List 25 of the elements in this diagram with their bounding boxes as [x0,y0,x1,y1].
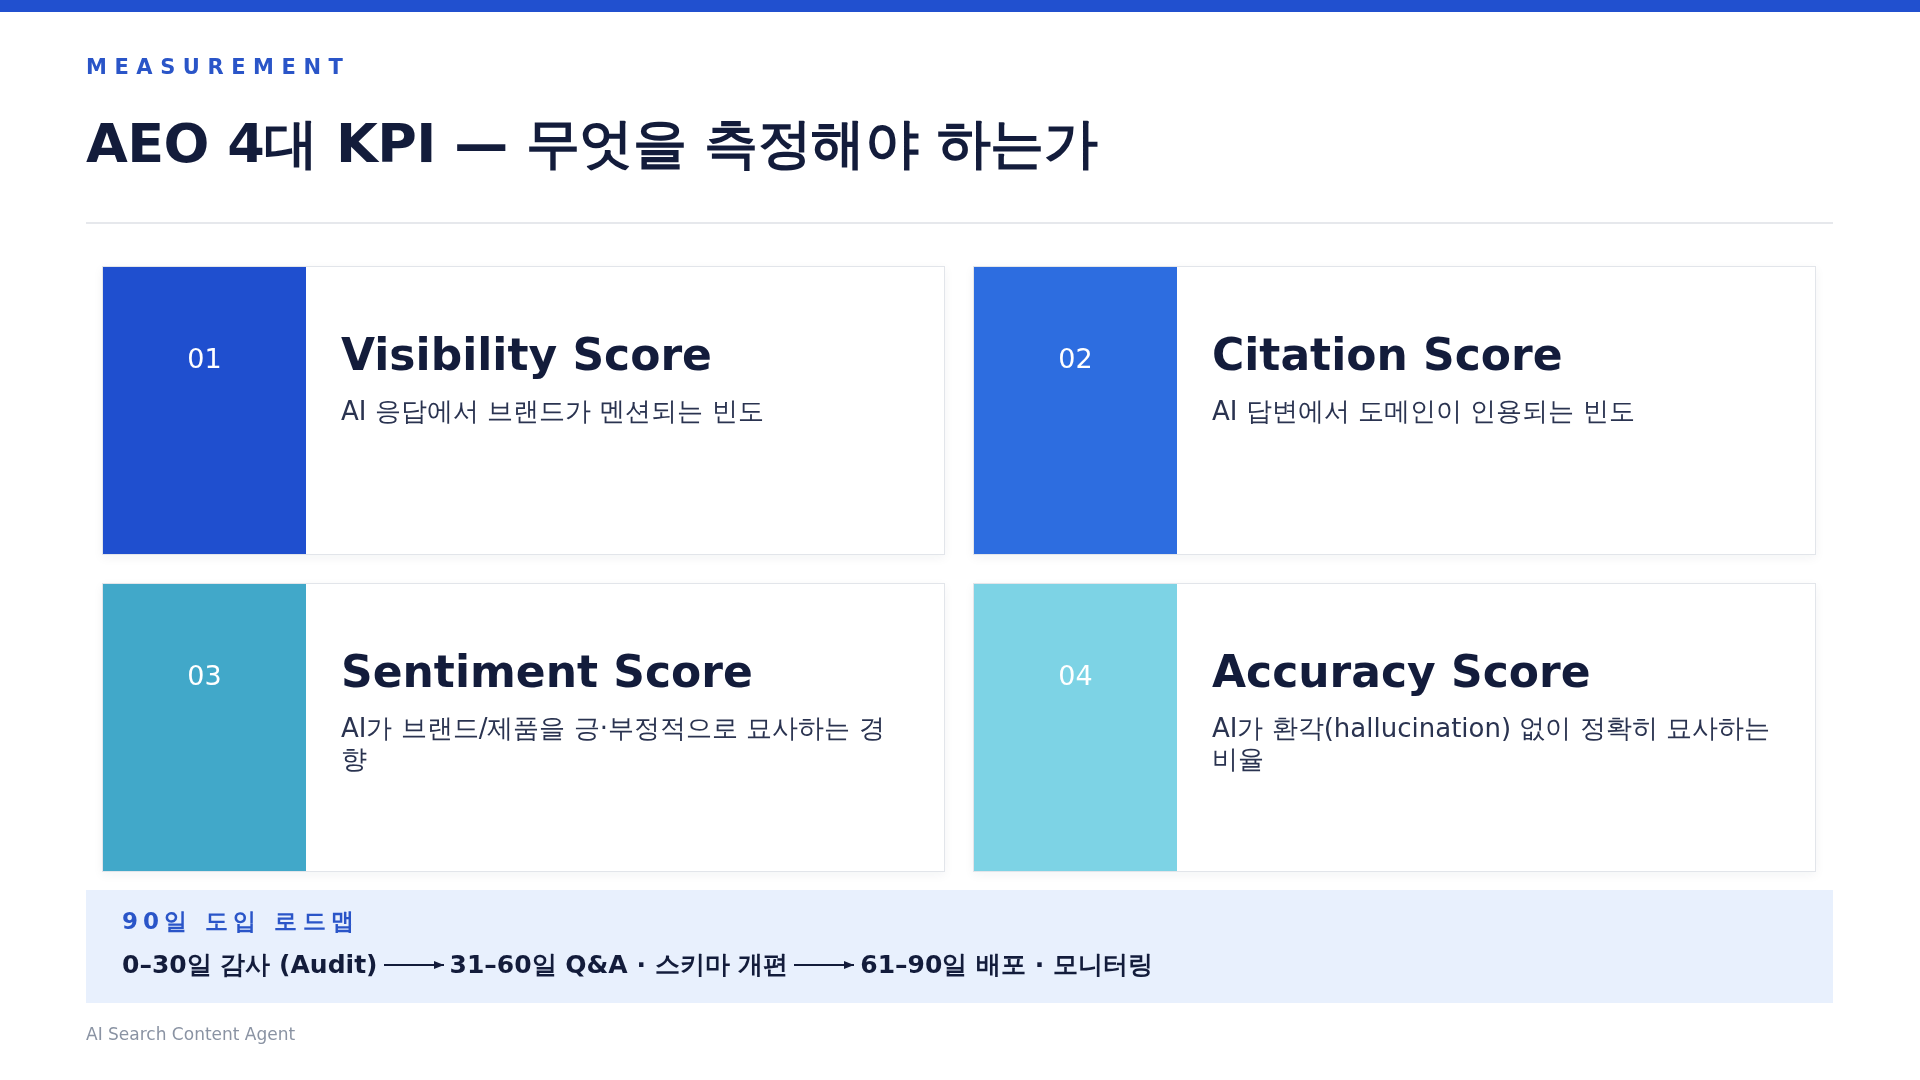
card-title: Visibility Score [341,329,712,382]
roadmap-step: 31–60일 Q&A · 스키마 개편 [449,949,789,980]
arrow [793,960,856,969]
roadmap-heading: 90일 도입 로드맵 [122,908,359,936]
card-title: Accuracy Score [1212,646,1591,699]
kpi-card [973,583,1816,872]
number-tile: 03 [103,584,306,871]
number-tile: 01 [103,267,306,554]
kpi-card [102,583,945,872]
roadmap-step: 61–90일 배포 · 모니터링 [860,949,1153,980]
card-description: AI 응답에서 브랜드가 멘션되는 빈도 [341,395,764,427]
card-description: AI가 환각(hallucination) 없이 정확히 묘사하는 비율 [1212,712,1771,776]
roadmap-panel [86,890,1833,1003]
card-title: Sentiment Score [341,646,753,699]
kpi-card [973,266,1816,555]
footer-text: AI Search Content Agent [86,1024,296,1045]
slide-title: AEO 4대 KPI — 무엇을 측정해야 하는가 [86,112,1097,177]
number-tile: 04 [974,584,1177,871]
kpi-card [102,266,945,555]
card-title: Citation Score [1212,329,1563,382]
card-description: AI가 브랜드/제품을 긍·부정적으로 묘사하는 경향 [341,712,886,776]
card-description: AI 답변에서 도메인이 인용되는 빈도 [1212,395,1635,427]
number-tile: 02 [974,267,1177,554]
roadmap-step: 0–30일 감사 (Audit) [122,949,378,980]
section-kicker: MEASUREMENT [86,56,351,80]
